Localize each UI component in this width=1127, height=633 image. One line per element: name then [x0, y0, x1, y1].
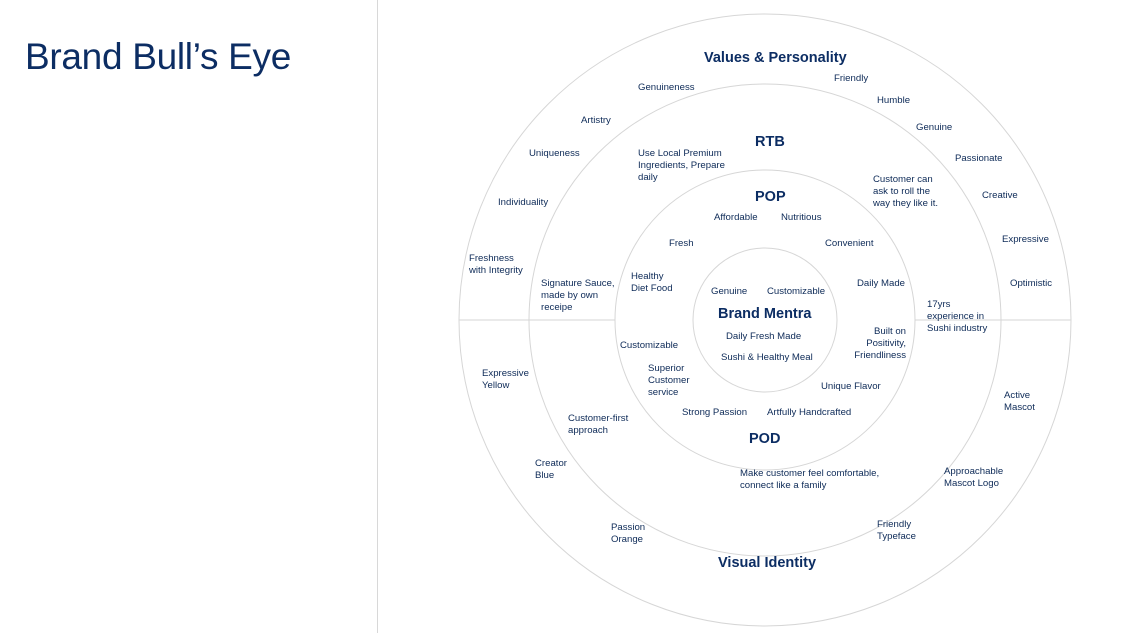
pop-item: Fresh [669, 238, 694, 249]
value-item: Creative [982, 190, 1018, 201]
visual-item: Passion Orange [611, 522, 646, 545]
pod-item: Strong Passion [682, 407, 748, 418]
value-item: Expressive [1002, 234, 1049, 245]
core-item: Customizable [767, 286, 826, 297]
pod-item: Artfully Handcrafted [767, 407, 852, 418]
pop-item: Affordable [714, 212, 758, 223]
pod-outer-item: Make customer feel comfortable, connect … [740, 468, 880, 491]
pop-item: Daily Made [857, 278, 905, 289]
rtb-item: Use Local Premium Ingredients, Prepare d… [638, 148, 725, 183]
visual-item: Expressive Yellow [482, 368, 529, 391]
value-item: Individuality [498, 197, 549, 208]
pod-item: Built on Positivity, Friendliness [854, 326, 906, 361]
core-item: Sushi & Healthy Meal [721, 352, 813, 363]
value-item: Optimistic [1010, 278, 1053, 289]
pod-outer-item: Customer-first approach [568, 413, 629, 436]
pod-heading: POD [749, 431, 781, 447]
value-item: Humble [877, 95, 911, 106]
visual-item: Active Mascot [1004, 390, 1035, 413]
core-item: Daily Fresh Made [726, 331, 802, 342]
value-item: Passionate [955, 153, 1003, 164]
value-item: Freshness with Integrity [469, 253, 523, 276]
rtb-item: 17yrs experience in Sushi industry [927, 299, 988, 334]
visual-item: Approachable Mascot Logo [944, 466, 1004, 489]
visual-heading: Visual Identity [718, 555, 817, 571]
visual-item: Creator Blue [535, 458, 567, 481]
ring-core [692, 247, 838, 393]
value-item: Uniqueness [529, 148, 580, 159]
value-item: Genuine [916, 122, 953, 133]
pod-item: Superior Customer service [648, 363, 690, 398]
visual-item: Friendly Typeface [877, 519, 916, 542]
core-item: Genuine [711, 286, 748, 297]
pop-item: Healthy Diet Food [631, 271, 673, 294]
core-heading: Brand Mentra [718, 306, 812, 322]
pop-heading: POP [755, 189, 786, 205]
value-item: Friendly [834, 73, 869, 84]
pop-item: Nutritious [781, 212, 822, 223]
values-heading: Values & Personality [704, 50, 847, 66]
page-title: Brand Bull’s Eye [25, 36, 291, 77]
pod-item: Unique Flavor [821, 381, 881, 392]
pop-item: Convenient [825, 238, 874, 249]
value-item: Genuineness [638, 82, 695, 93]
rtb-item: Customer can ask to roll the way they li… [873, 174, 939, 209]
rtb-item: Signature Sauce, made by own receipe [541, 278, 615, 313]
value-item: Artistry [581, 115, 611, 126]
rtb-heading: RTB [755, 134, 785, 150]
vertical-divider [377, 0, 378, 633]
pod-item: Customizable [620, 340, 679, 351]
